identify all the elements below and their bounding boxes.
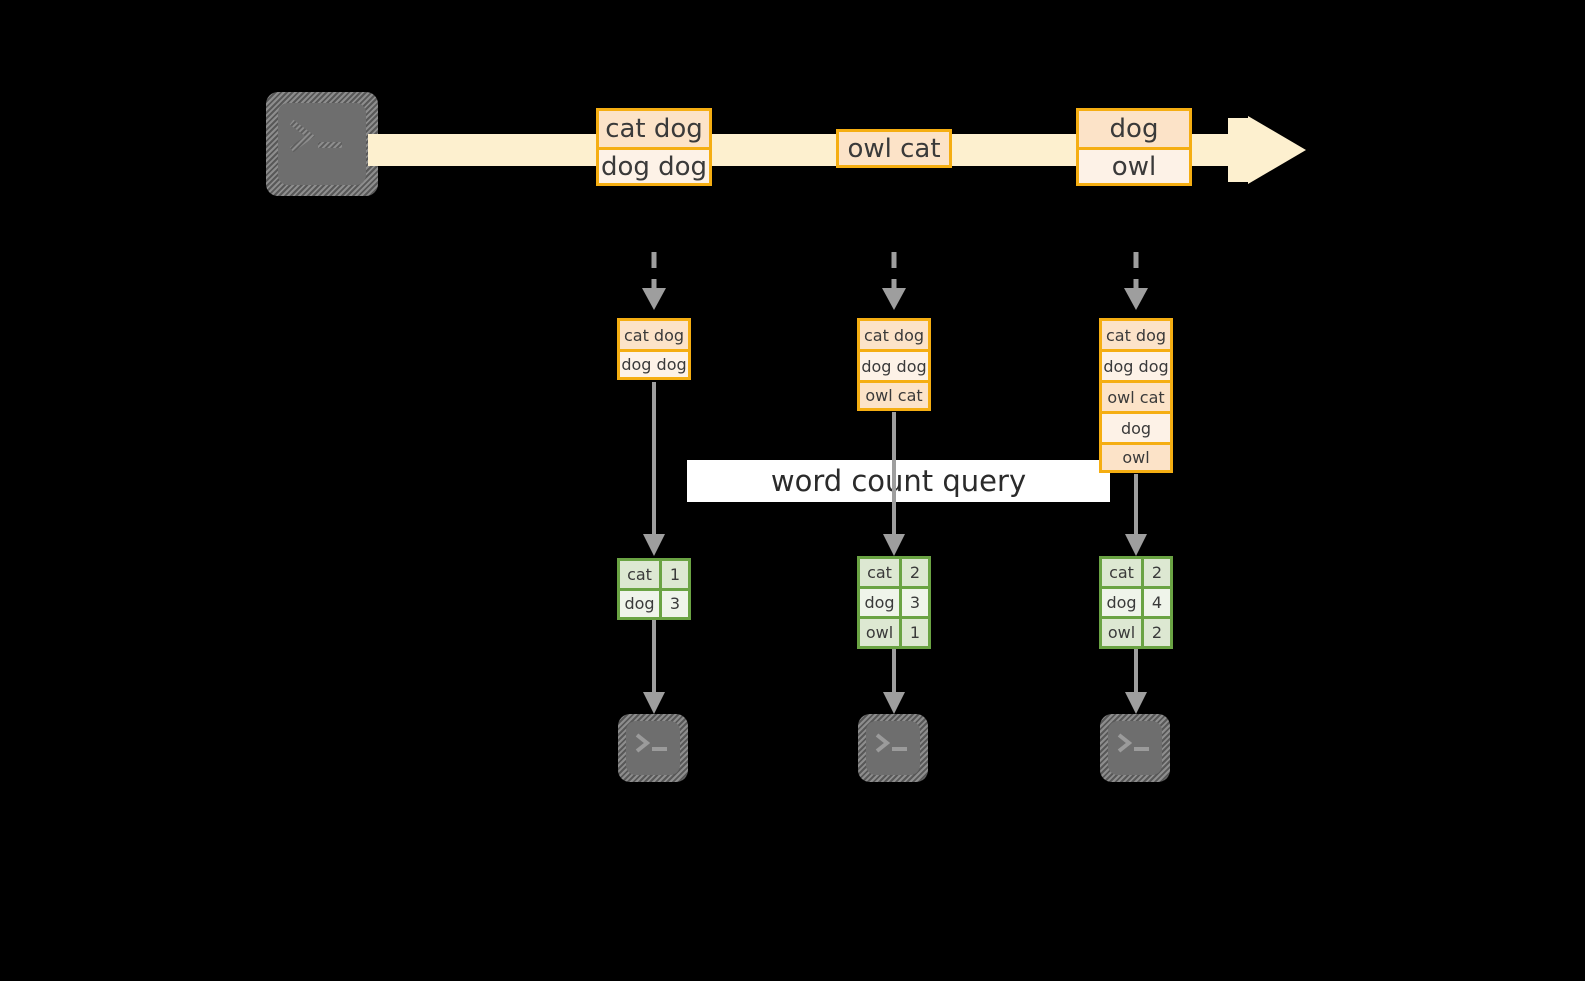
stream-group-3: dog owl bbox=[1076, 108, 1192, 186]
snapshot-2-sink-arrow bbox=[883, 649, 905, 714]
count-cell: 2 bbox=[1144, 559, 1170, 586]
word-cell: dog bbox=[620, 590, 662, 617]
table-row: cat 2 bbox=[860, 559, 928, 589]
terminal-prompt-glyph bbox=[875, 733, 907, 753]
stream-tap-arrow-2 bbox=[882, 252, 906, 310]
stream-record: cat dog bbox=[596, 108, 712, 147]
stream-record: dog bbox=[1076, 108, 1192, 147]
word-cell: dog bbox=[860, 589, 902, 616]
input-record: dog dog bbox=[617, 349, 691, 380]
snapshot-1-sink-terminal-icon bbox=[618, 714, 688, 782]
input-record: dog dog bbox=[857, 349, 931, 380]
input-record: cat dog bbox=[617, 318, 691, 349]
snapshot-1-input-stack: cat dog dog dog bbox=[617, 318, 691, 380]
count-cell: 1 bbox=[662, 561, 688, 588]
table-row: dog 3 bbox=[860, 589, 928, 619]
source-terminal-icon bbox=[266, 92, 378, 196]
snapshot-3-query-arrow bbox=[1125, 474, 1147, 556]
snapshot-1-query-arrow bbox=[643, 382, 665, 556]
count-cell: 1 bbox=[902, 619, 928, 646]
terminal-prompt-glyph bbox=[1117, 733, 1149, 753]
word-cell: cat bbox=[860, 559, 902, 586]
count-cell: 2 bbox=[902, 559, 928, 586]
stream-group-1: cat dog dog dog bbox=[596, 108, 712, 186]
snapshot-3-sink-terminal-icon bbox=[1100, 714, 1170, 782]
word-cell: owl bbox=[1102, 619, 1144, 646]
snapshot-2-query-arrow bbox=[883, 412, 905, 556]
snapshot-1-sink-arrow bbox=[643, 620, 665, 714]
word-cell: cat bbox=[1102, 559, 1144, 586]
terminal-prompt-glyph bbox=[289, 119, 342, 153]
snapshot-3-input-stack: cat dog dog dog owl cat dog owl bbox=[1099, 318, 1173, 473]
snapshot-2-result-table: cat 2 dog 3 owl 1 bbox=[857, 556, 931, 649]
input-record: dog dog bbox=[1099, 349, 1173, 380]
terminal-prompt-glyph bbox=[635, 733, 667, 753]
stream-head-base bbox=[1228, 118, 1250, 182]
stream-record: owl cat bbox=[836, 129, 952, 168]
stream-record: owl bbox=[1076, 147, 1192, 186]
query-label-band bbox=[687, 460, 1110, 502]
stream-tap-arrow-3 bbox=[1124, 252, 1148, 310]
input-record: owl cat bbox=[857, 380, 931, 411]
input-record: cat dog bbox=[1099, 318, 1173, 349]
table-row: cat 1 bbox=[620, 561, 688, 591]
stream-group-2: owl cat bbox=[836, 129, 952, 168]
word-cell: owl bbox=[860, 619, 902, 646]
count-cell: 3 bbox=[902, 589, 928, 616]
snapshot-3-result-table: cat 2 dog 4 owl 2 bbox=[1099, 556, 1173, 649]
input-record: owl bbox=[1099, 442, 1173, 473]
stream-arrowhead bbox=[1248, 116, 1306, 184]
word-cell: cat bbox=[620, 561, 662, 588]
table-row: dog 3 bbox=[620, 590, 688, 617]
snapshot-2-input-stack: cat dog dog dog owl cat bbox=[857, 318, 931, 411]
snapshot-3-sink-arrow bbox=[1125, 649, 1147, 714]
table-row: dog 4 bbox=[1102, 589, 1170, 619]
table-row: owl 1 bbox=[860, 619, 928, 646]
stream-tap-arrow-1 bbox=[642, 252, 666, 310]
table-row: cat 2 bbox=[1102, 559, 1170, 589]
snapshot-2-sink-terminal-icon bbox=[858, 714, 928, 782]
snapshot-1-result-table: cat 1 dog 3 bbox=[617, 558, 691, 620]
query-label: word count query bbox=[770, 464, 1027, 498]
count-cell: 4 bbox=[1144, 589, 1170, 616]
table-row: owl 2 bbox=[1102, 619, 1170, 646]
count-cell: 3 bbox=[662, 590, 688, 617]
word-cell: dog bbox=[1102, 589, 1144, 616]
input-record: cat dog bbox=[857, 318, 931, 349]
stream-record: dog dog bbox=[596, 147, 712, 186]
count-cell: 2 bbox=[1144, 619, 1170, 646]
input-record: dog bbox=[1099, 411, 1173, 442]
input-record: owl cat bbox=[1099, 380, 1173, 411]
